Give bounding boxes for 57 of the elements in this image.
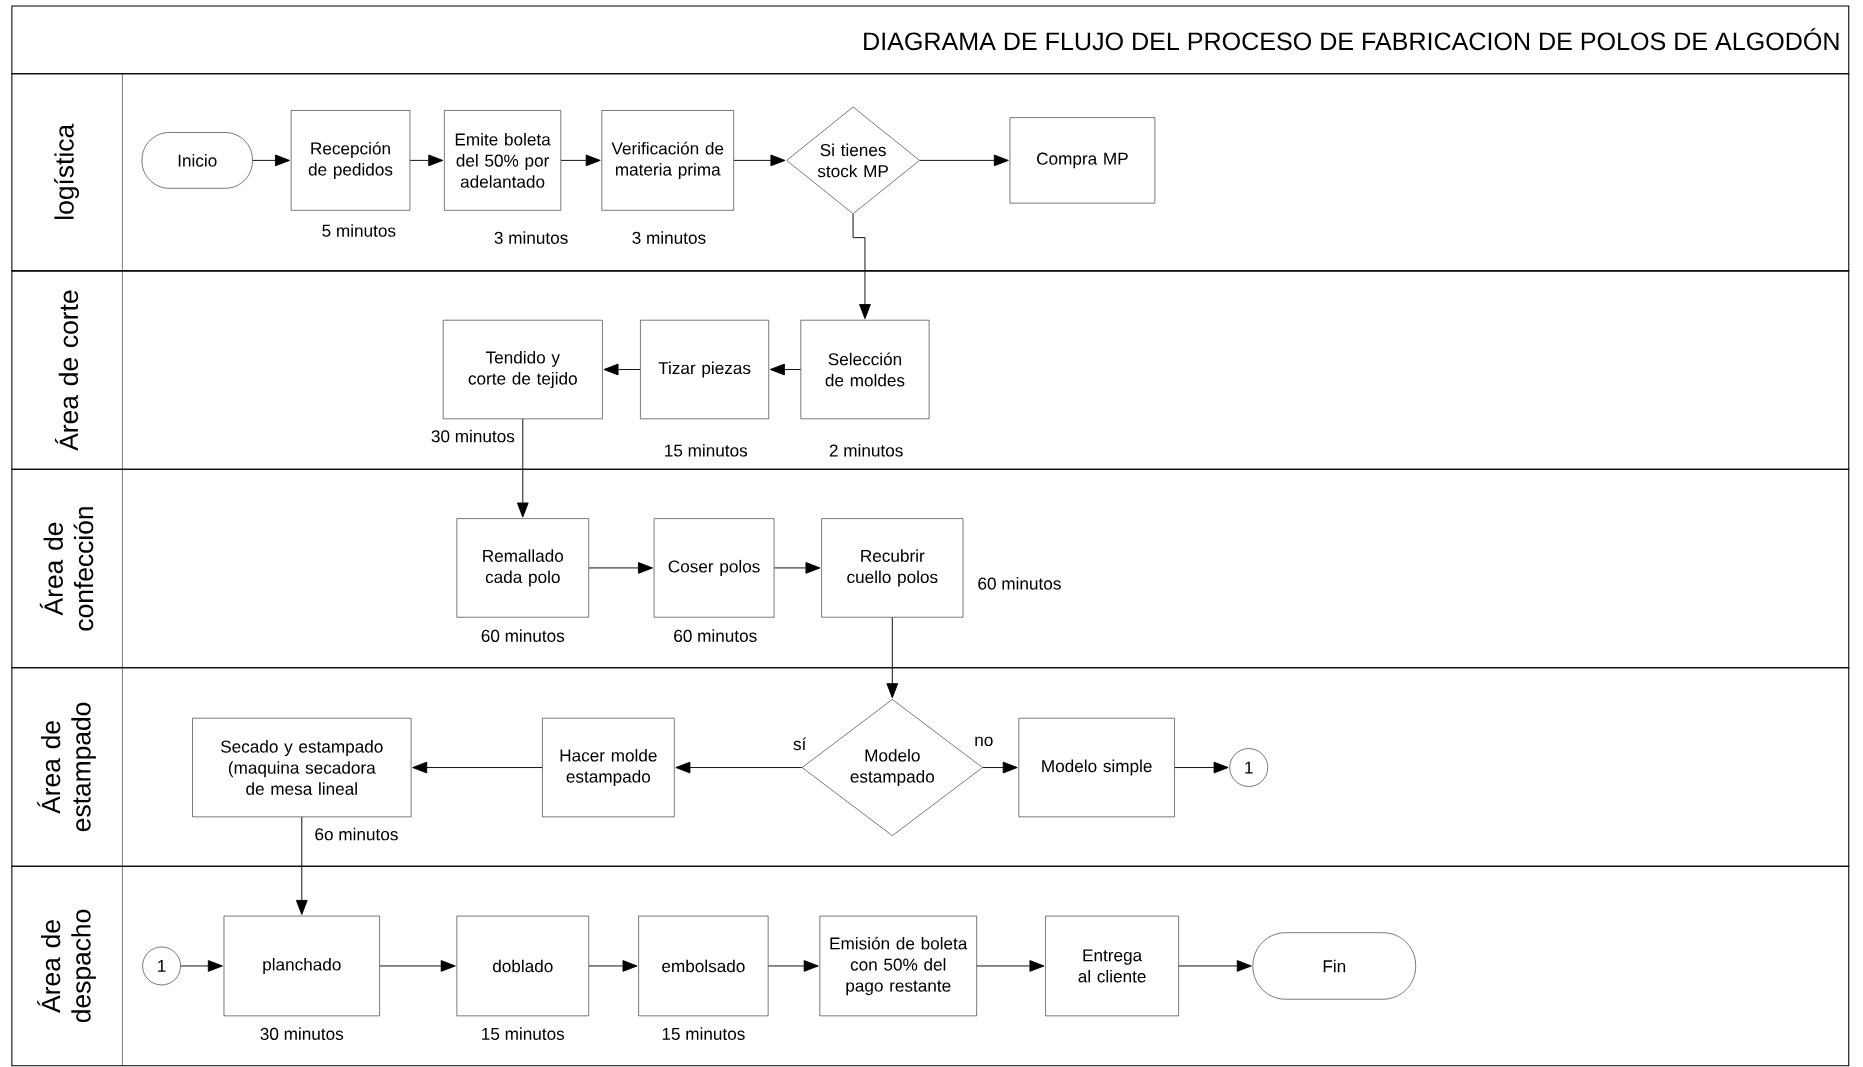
duration-label: 6o minutos (315, 827, 398, 841)
arrow (560, 154, 601, 167)
process-box: Selección de moldes (800, 319, 930, 420)
terminator: Inicio (141, 132, 253, 189)
process-box: Secado y estampado (maquina secadora de mesa lineal (192, 718, 412, 818)
arrow (412, 761, 543, 774)
arrow (588, 562, 653, 574)
process-box: Tendido y corte de tejido (442, 319, 603, 420)
duration-label: 2 minutos (829, 444, 903, 457)
arrow (982, 761, 1018, 774)
process-box: Recepción de pedidos (290, 110, 411, 211)
arrow (919, 154, 1009, 167)
arrow (976, 960, 1045, 972)
process-box: Emite boleta del 50% por adelantado (444, 110, 562, 211)
duration-label: 60 minutos (674, 629, 757, 642)
process-box: Modelo simple (1018, 718, 1175, 818)
arrow (516, 418, 529, 518)
arrow (675, 761, 803, 774)
duration-label: 60 minutos (978, 577, 1061, 590)
process-box: Compra MP (1009, 117, 1156, 204)
duration-label: 30 minutos (431, 429, 515, 443)
process-box: doblado (456, 915, 589, 1017)
arrow (252, 154, 290, 167)
arrow (1174, 761, 1229, 774)
process-box: Verificación de materia prima (601, 110, 734, 211)
arrow (588, 960, 638, 972)
process-box: Entrega al cliente (1045, 915, 1179, 1017)
process-box: embolsado (638, 915, 769, 1017)
process-box: Emisión de boleta con 50% del pago restante (819, 915, 977, 1017)
process-box: Tizar piezas (640, 319, 769, 420)
duration-label: 15 minutos (482, 1027, 565, 1040)
arrow (852, 213, 871, 320)
duration-label: 5 minutos (322, 224, 396, 237)
arrow (1178, 960, 1252, 972)
duration-label: 30 minutos (260, 1027, 344, 1040)
arrow (769, 363, 801, 376)
duration-label: 60 minutos (481, 629, 565, 642)
arrow (603, 363, 641, 376)
terminator: Fin (1252, 932, 1416, 1000)
arrow (767, 960, 819, 972)
process-box: Recubrir cuello polos (821, 518, 964, 618)
arrow (180, 960, 223, 972)
arrow (773, 562, 821, 574)
process-box: planchado (223, 915, 380, 1017)
duration-label: 15 minutos (662, 1027, 745, 1040)
duration-label: 3 minutos (494, 231, 568, 244)
title-bar: DIAGRAMA DE FLUJO DEL PROCESO DE FABRICACION DE POLOS DE ALGODÓN (11, 5, 1850, 75)
arrow (409, 154, 444, 167)
arrow (295, 816, 308, 915)
arrow (379, 960, 456, 972)
duration-label: 15 minutos (665, 444, 748, 457)
process-box: Hacer molde estampado (542, 718, 675, 818)
arrow (886, 617, 899, 699)
process-box: Remallado cada polo (456, 518, 589, 618)
process-box: Coser polos (653, 518, 775, 618)
duration-label: 3 minutos (632, 231, 706, 244)
arrow (733, 154, 786, 167)
